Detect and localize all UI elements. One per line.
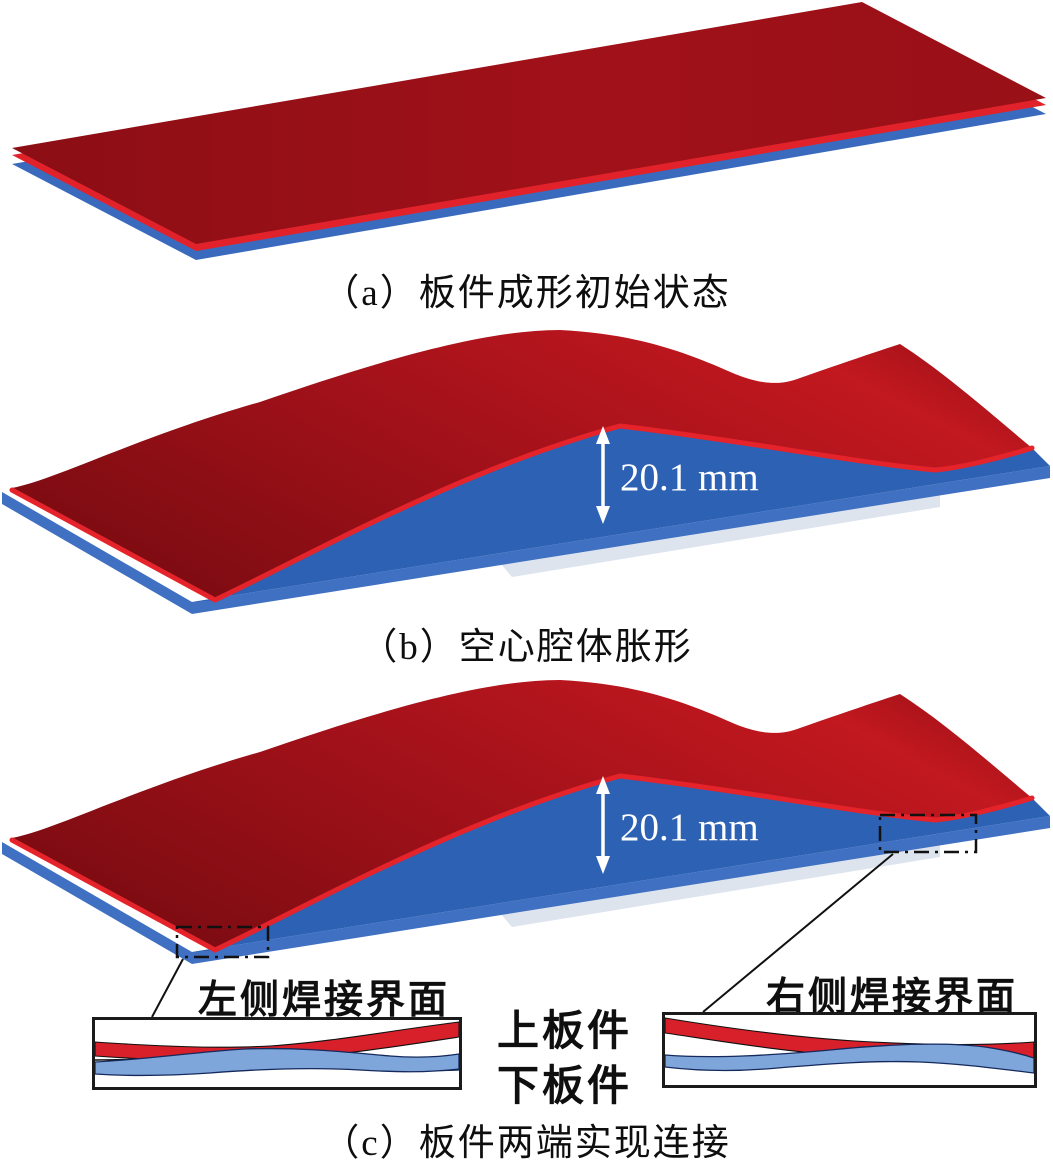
height-arrow-b xyxy=(596,426,610,524)
upper-plate-edge-c xyxy=(9,773,1035,953)
upper-plate-dome-c xyxy=(12,680,1032,950)
left-callout-leader-line xyxy=(151,958,184,1018)
right-weld-zone-marker xyxy=(878,813,978,854)
left-weld-detail-box xyxy=(92,1017,462,1090)
caption-panel-b: （b）空心腔体胀形 xyxy=(360,627,693,668)
upper-plate-dome-b xyxy=(12,330,1032,600)
caption-panel-a: （a）板件成形初始状态 xyxy=(322,273,731,314)
panel-b-bulged-graphic: 20.1 mm xyxy=(2,330,1050,614)
height-arrow-c xyxy=(596,776,610,874)
left-detail-lower-plate-band xyxy=(95,1047,459,1077)
right-weld-interface-label: 右侧焊接界面 xyxy=(766,976,1019,1019)
plate-reflection-b xyxy=(500,493,940,577)
caption-panel-c: （c）板件两端实现连接 xyxy=(322,1123,731,1164)
lower-plate-label: 下板件 xyxy=(497,1062,633,1109)
right-callout-leader-line xyxy=(702,853,894,1013)
left-weld-interface-label: 左侧焊接界面 xyxy=(198,979,451,1022)
right-weld-detail-graphic xyxy=(665,1017,1034,1074)
upper-plate-label: 上板件 xyxy=(497,1007,633,1054)
left-weld-detail-graphic xyxy=(95,1021,459,1077)
right-weld-detail-box xyxy=(662,1012,1037,1088)
right-detail-lower-plate-band xyxy=(665,1043,1034,1074)
panel-c-joined-graphic: 20.1 mm xyxy=(2,680,1050,1018)
plate-reflection-c xyxy=(500,843,940,927)
panel-a-plate-graphic xyxy=(12,2,1046,260)
lower-plate-cavity-c xyxy=(192,776,1050,952)
lower-plate-cavity-b xyxy=(192,426,1050,602)
upper-plate-edge-b xyxy=(9,423,1035,603)
height-annotation-c: 20.1 mm xyxy=(620,806,759,849)
height-annotation-b: 20.1 mm xyxy=(620,456,759,499)
upper-plate-top-a xyxy=(12,2,1046,244)
